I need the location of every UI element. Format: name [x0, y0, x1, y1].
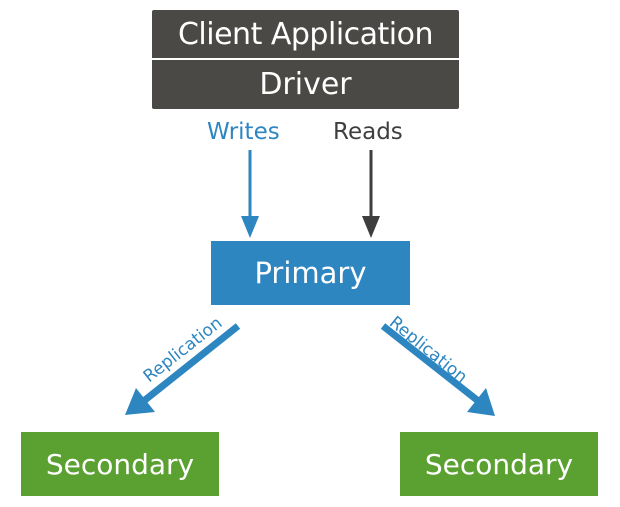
client-application-box: Client Application	[152, 10, 459, 58]
reads-label: Reads	[333, 119, 403, 145]
driver-label: Driver	[259, 67, 352, 102]
writes-label: Writes	[207, 119, 280, 145]
secondary-right-box: Secondary	[400, 432, 598, 496]
primary-box: Primary	[211, 241, 410, 305]
driver-box: Driver	[152, 60, 459, 109]
replication-left-arrow	[125, 323, 241, 415]
writes-arrow	[241, 150, 259, 238]
secondary-left-box: Secondary	[21, 432, 219, 496]
secondary-right-label: Secondary	[424, 447, 574, 481]
replication-right-arrow	[380, 323, 495, 416]
client-application-label: Client Application	[177, 16, 434, 52]
secondary-left-label: Secondary	[45, 447, 195, 481]
primary-label: Primary	[254, 256, 367, 290]
reads-arrow	[362, 150, 380, 238]
